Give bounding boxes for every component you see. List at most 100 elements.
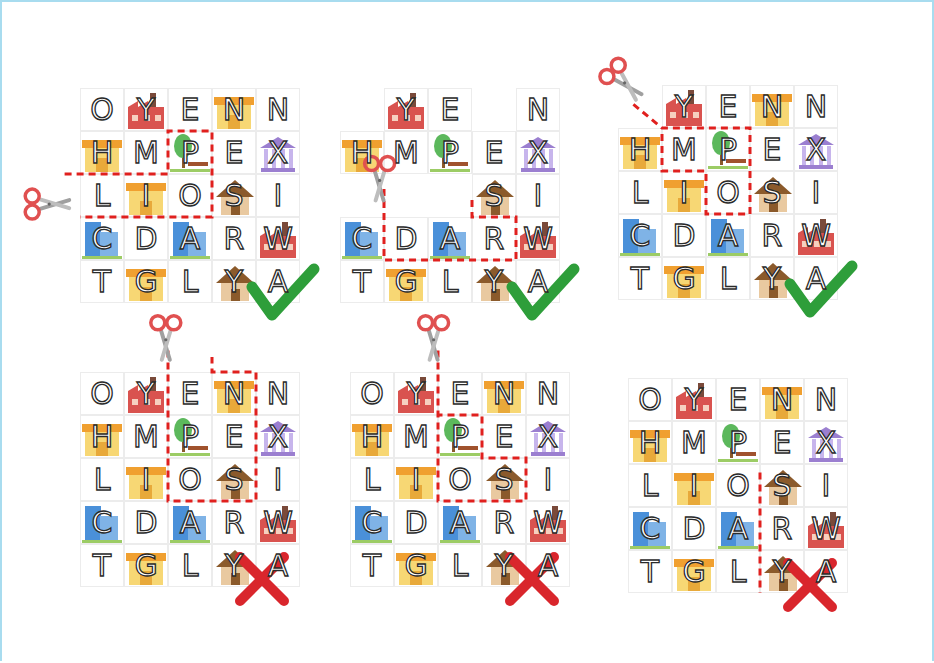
grid-cell — [751, 172, 794, 214]
grid-cell — [81, 416, 124, 458]
grid-cell — [125, 261, 168, 303]
grid-cell — [341, 132, 384, 174]
grid-cell — [213, 502, 256, 544]
grid-cell — [213, 89, 256, 131]
grid-letter: D — [672, 507, 716, 550]
grid-cell — [629, 379, 672, 421]
grid-letter: X — [516, 131, 560, 174]
grid-letter: T — [628, 550, 672, 593]
grid-letter: P — [168, 131, 212, 174]
cut-line — [65, 131, 212, 217]
grid-cell — [751, 215, 794, 257]
grid-cell — [439, 373, 482, 415]
grid-cell — [395, 416, 438, 458]
grid-letter: E — [438, 372, 482, 415]
grid-letter: Y — [760, 550, 804, 593]
grid-letter: P — [706, 128, 750, 171]
grid-letter: E — [212, 415, 256, 458]
grid-letter: A — [794, 257, 838, 300]
grid-letter: N — [750, 85, 794, 128]
grid-cell — [619, 172, 662, 214]
grid-letter: I — [526, 458, 570, 501]
grid-cell — [213, 218, 256, 260]
grid-letter: E — [472, 131, 516, 174]
grid-letter: D — [124, 501, 168, 544]
grid-cell — [751, 258, 794, 300]
grid-cell — [673, 422, 716, 464]
grid-letter: H — [80, 131, 124, 174]
grid-cell — [619, 258, 662, 300]
grid-cell — [483, 416, 526, 458]
grid-cell — [761, 379, 804, 421]
grid-cell — [429, 218, 472, 260]
grid-cell — [473, 218, 516, 260]
grid-cell — [517, 175, 560, 217]
grid-letter: I — [394, 458, 438, 501]
grid-cell — [81, 218, 124, 260]
grid-letter: N — [516, 88, 560, 131]
grid-letter: M — [124, 415, 168, 458]
grid-cell — [395, 545, 438, 587]
grid-cell — [619, 129, 662, 171]
grid-letter: C — [618, 214, 662, 257]
grid-letter: R — [212, 501, 256, 544]
grid-letter: M — [394, 415, 438, 458]
grid-letter: S — [482, 458, 526, 501]
grid-cell — [429, 261, 472, 303]
grid-cell — [707, 258, 750, 300]
grid-letter: X — [794, 128, 838, 171]
grid-letter: L — [168, 544, 212, 587]
grid-letter: T — [350, 544, 394, 587]
grid-cell — [707, 129, 750, 171]
grid-cell — [717, 465, 760, 507]
grid-cell — [351, 416, 394, 458]
grid-letter: T — [618, 257, 662, 300]
grid-cell — [351, 459, 394, 501]
grid-letter: D — [384, 217, 428, 260]
grid-cell — [169, 175, 212, 217]
grid-letter: G — [124, 544, 168, 587]
scissors-icon — [151, 316, 181, 360]
grid-letter: E — [706, 85, 750, 128]
grid-cell — [473, 261, 516, 303]
grid-letter: M — [384, 131, 428, 174]
grid-cell — [395, 502, 438, 544]
grid-letter: L — [706, 257, 750, 300]
grid-cell — [257, 459, 300, 501]
icons — [82, 90, 844, 591]
grid-letter: Y — [750, 257, 794, 300]
grid-letter: Y — [482, 544, 526, 587]
grid-letter: E — [428, 88, 472, 131]
grid-cell — [81, 373, 124, 415]
grid-letter: M — [124, 131, 168, 174]
scissors-icon — [25, 189, 69, 219]
grid-cell — [619, 215, 662, 257]
grid-cell — [673, 379, 716, 421]
grid-cell — [751, 86, 794, 128]
grid-letter: L — [350, 458, 394, 501]
grid-letter: Y — [672, 378, 716, 421]
grid-cell — [81, 132, 124, 174]
grid-letter: W — [256, 217, 300, 260]
grid-cell — [351, 545, 394, 587]
grid-cell — [717, 379, 760, 421]
grid-cell — [629, 422, 672, 464]
grid-cell — [629, 465, 672, 507]
grid-cell — [257, 132, 300, 174]
grid-letter: N — [212, 372, 256, 415]
grid-cell — [385, 261, 428, 303]
grid-letter: A — [168, 217, 212, 260]
grid-letter: O — [716, 464, 760, 507]
grid-letter: E — [716, 378, 760, 421]
scissors-icon — [597, 55, 649, 107]
grid-letter: P — [438, 415, 482, 458]
grid-cell — [717, 422, 760, 464]
grid-letter: H — [618, 128, 662, 171]
grid-letter: E — [168, 88, 212, 131]
grid-cell — [439, 545, 482, 587]
grid-letter: M — [662, 128, 706, 171]
grid-letter: N — [804, 378, 848, 421]
grid-cell — [527, 502, 570, 544]
grid-cell — [663, 129, 706, 171]
grid-cell — [341, 218, 384, 260]
